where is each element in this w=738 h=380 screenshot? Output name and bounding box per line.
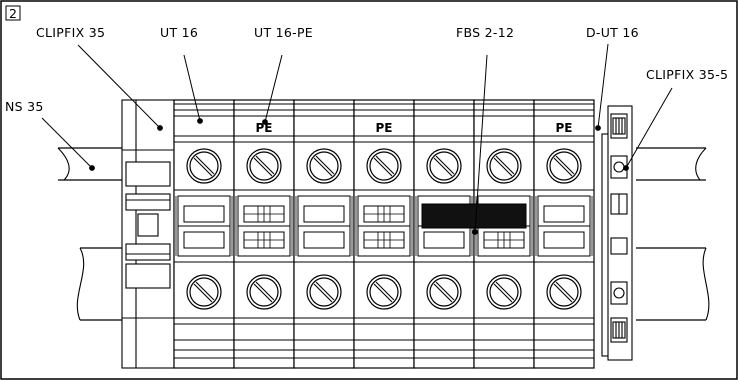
label-ns-35: NS 35 <box>5 99 44 114</box>
screw-icon <box>246 148 282 184</box>
screw-icon <box>546 274 582 310</box>
leader-clipfix-35-5 <box>625 87 673 169</box>
leader-fbs-2-12 <box>474 54 488 233</box>
figure-number-box <box>5 5 21 21</box>
leader-ut-16-pe <box>264 54 283 123</box>
label-clipfix-35: CLIPFIX 35 <box>36 25 105 40</box>
terminal-module <box>293 99 355 369</box>
terminal-modules: PE PE PE <box>173 99 595 369</box>
terminal-module <box>413 99 475 369</box>
pe-marking: PE <box>256 121 273 135</box>
screw-icon <box>366 274 402 310</box>
screw-icon <box>546 148 582 184</box>
label-fbs-2-12: FBS 2-12 <box>456 25 514 40</box>
screw-icon <box>426 148 462 184</box>
leader-ns-35 <box>41 117 93 169</box>
terminal-module: PE <box>353 99 415 369</box>
screw-icon <box>486 274 522 310</box>
screw-icon <box>366 148 402 184</box>
pe-marking: PE <box>376 121 393 135</box>
pe-marking: PE <box>556 121 573 135</box>
screw-icon <box>306 148 342 184</box>
terminal-module: PE <box>233 99 295 369</box>
clipfix-35-end-clamp <box>121 99 175 369</box>
label-ut-16-pe: UT 16-PE <box>254 25 313 40</box>
terminal-module <box>173 99 235 369</box>
figure-number: 2 <box>9 6 17 21</box>
screw-icon <box>246 274 282 310</box>
label-clipfix-35-5: CLIPFIX 35-5 <box>646 67 728 82</box>
clipfix-35-5-end-clamp <box>601 105 633 361</box>
screw-icon <box>186 274 222 310</box>
leader-lines <box>41 43 673 235</box>
screw-icon <box>426 274 462 310</box>
leader-ut-16 <box>183 54 201 122</box>
terminal-module <box>473 99 535 369</box>
fbs-2-12-bridge <box>421 203 527 229</box>
terminal-module: PE <box>533 99 595 369</box>
leader-d-ut-16 <box>597 43 609 129</box>
screw-icon <box>186 148 222 184</box>
label-ut-16: UT 16 <box>160 25 198 40</box>
screw-icon <box>486 148 522 184</box>
leader-clipfix-35 <box>77 44 161 129</box>
screw-icon <box>306 274 342 310</box>
label-d-ut-16: D-UT 16 <box>586 25 639 40</box>
